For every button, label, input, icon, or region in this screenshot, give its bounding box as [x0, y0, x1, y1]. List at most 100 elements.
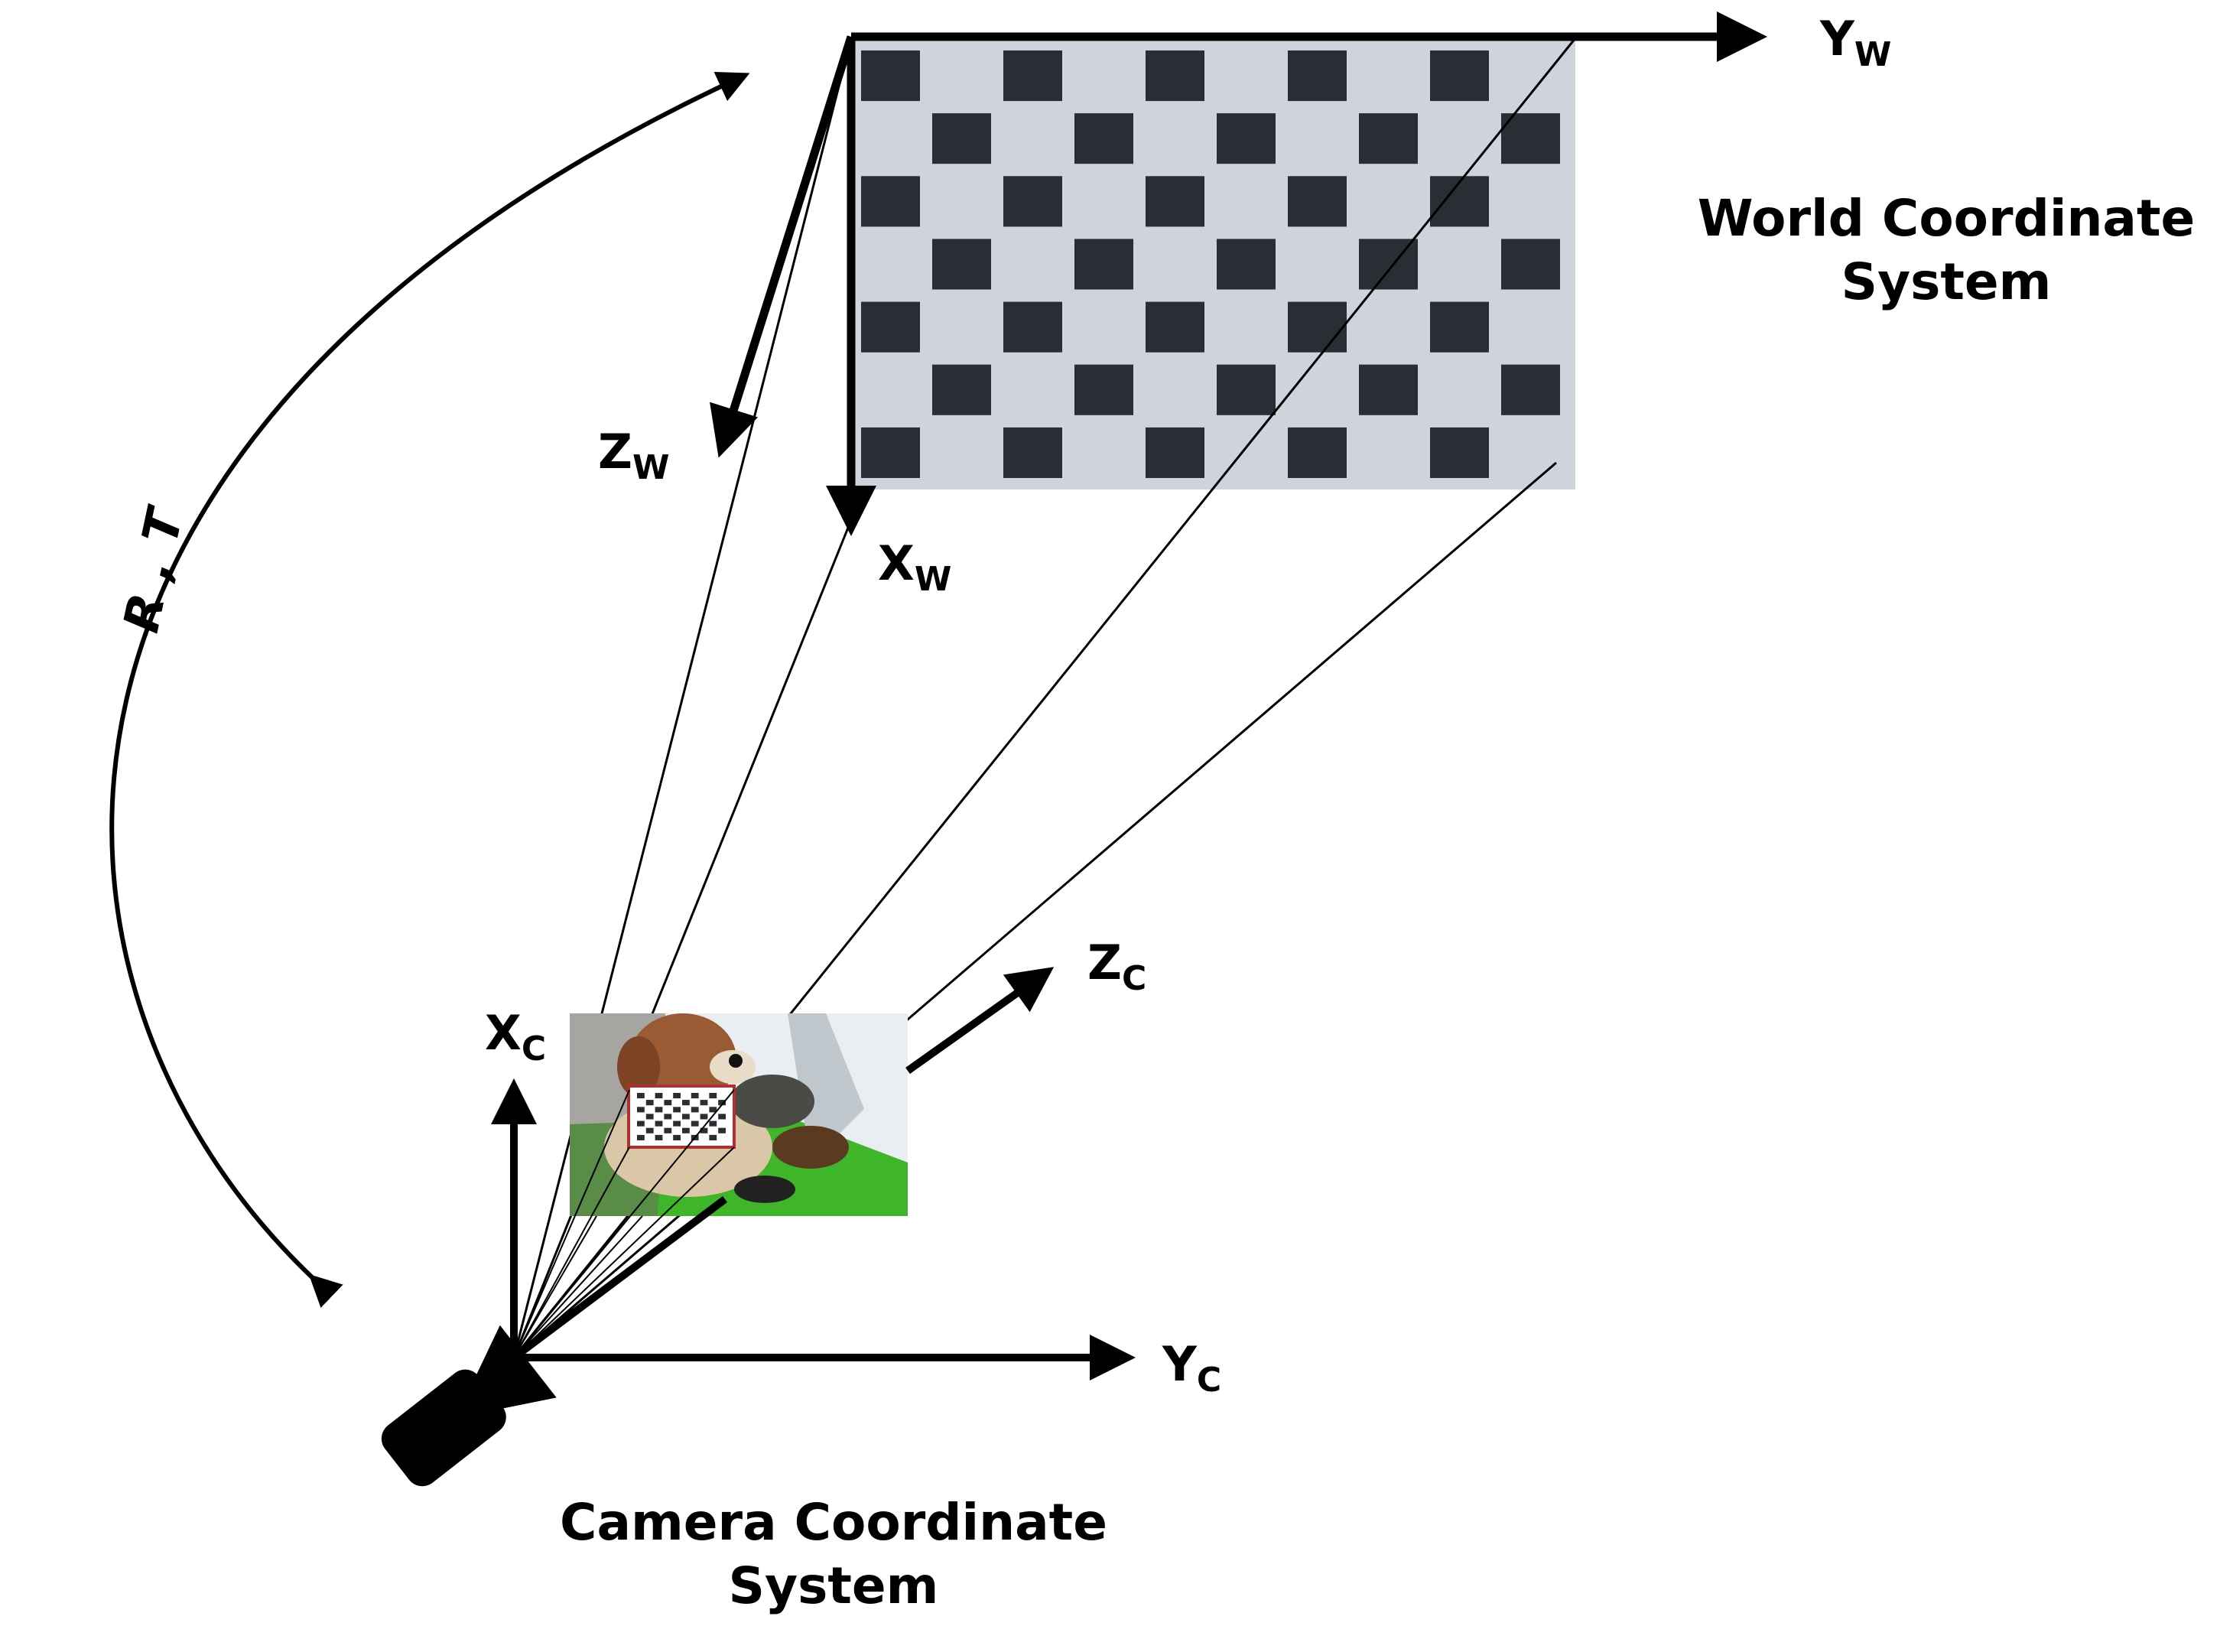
checker-square — [718, 1100, 726, 1106]
camera-coordinate-title: Camera Coordinate System — [520, 1491, 1147, 1618]
checker-square — [932, 239, 991, 290]
checker-square — [700, 1127, 708, 1133]
checker-square — [1430, 427, 1489, 478]
checker-square — [691, 1120, 699, 1127]
camera-title-line-2: System — [728, 1556, 939, 1615]
camera-icon — [381, 1325, 557, 1487]
checker-square — [1501, 364, 1560, 415]
checker-square — [1217, 364, 1276, 415]
rotation-translation-label: R , T — [113, 501, 195, 637]
checker-square — [1146, 427, 1204, 478]
checker-square — [1359, 364, 1418, 415]
checker-square — [1074, 239, 1133, 290]
projection-ray — [513, 1215, 597, 1358]
world-title-line-2: System — [1841, 252, 2052, 311]
camera-body — [381, 1369, 506, 1487]
checker-square — [718, 1127, 726, 1133]
checker-square — [1501, 113, 1560, 164]
checker-square — [1288, 301, 1347, 353]
camera-x-axis-label: XC — [485, 1005, 546, 1068]
checker-square — [1288, 176, 1347, 227]
camera-z-axis-label: ZC — [1087, 935, 1146, 998]
checker-square — [700, 1100, 708, 1106]
projection-ray — [513, 1146, 735, 1358]
photo-wall-corner — [788, 1013, 864, 1163]
projection-ray — [513, 1146, 630, 1358]
camera-z-axis-arrow — [905, 967, 1055, 1075]
checker-square — [682, 1127, 690, 1133]
checker-square — [664, 1114, 672, 1120]
checker-square — [682, 1100, 690, 1106]
checker-square — [1146, 176, 1204, 227]
checker-square — [645, 1114, 654, 1120]
photo-bear-nose — [729, 1054, 743, 1068]
projection-ray — [513, 1089, 735, 1358]
photo-bear-ear — [617, 1036, 660, 1098]
checker-square — [682, 1114, 690, 1120]
photo-objects — [734, 1176, 795, 1203]
world-x-axis-label: XW — [878, 535, 951, 599]
checker-square — [664, 1127, 672, 1133]
checker-square — [645, 1100, 654, 1106]
checker-square — [1003, 427, 1062, 478]
checker-square — [664, 1100, 672, 1106]
rotation-translation-arrow — [109, 71, 750, 1309]
photo-objects — [730, 1075, 814, 1128]
checker-square — [673, 1120, 681, 1127]
checker-square — [861, 427, 920, 478]
camera-lens — [474, 1325, 557, 1410]
checker-square — [1003, 176, 1062, 227]
projection-ray — [513, 1215, 643, 1358]
checkerboard-squares — [861, 50, 1560, 478]
checker-square — [637, 1093, 645, 1099]
checker-square — [718, 1114, 726, 1120]
camera-title-line-1: Camera Coordinate — [560, 1493, 1107, 1552]
checker-square — [1146, 301, 1204, 353]
checker-square — [637, 1107, 645, 1113]
checker-square — [932, 364, 991, 415]
checker-square — [1074, 364, 1133, 415]
checker-square — [1430, 50, 1489, 102]
checker-square — [700, 1114, 708, 1120]
world-title-line-1: World Coordinate — [1697, 189, 2196, 248]
checker-square — [932, 113, 991, 164]
checker-square — [1501, 239, 1560, 290]
projection-ray — [513, 461, 1557, 1359]
camera-axes — [491, 967, 1136, 1380]
checker-square — [691, 1107, 699, 1113]
checker-square — [709, 1107, 717, 1113]
checker-square — [673, 1093, 681, 1099]
photo-objects — [772, 1126, 849, 1169]
camera-y-axis-label: YC — [1162, 1336, 1221, 1400]
projection-ray — [513, 1089, 630, 1358]
checker-square — [1003, 50, 1062, 102]
checker-square — [1003, 301, 1062, 353]
world-coordinate-title: World Coordinate System — [1671, 187, 2222, 314]
checker-square — [1359, 113, 1418, 164]
checker-square — [655, 1107, 663, 1113]
checker-square — [861, 176, 920, 227]
checker-square — [1217, 113, 1276, 164]
checker-square — [1288, 427, 1347, 478]
checker-square — [637, 1134, 645, 1140]
camera-z-axis-segment — [512, 1196, 727, 1361]
checker-square — [691, 1093, 699, 1099]
world-z-axis-arrow — [710, 35, 856, 458]
checkerboard-image — [853, 38, 1575, 489]
camera-photo — [570, 1013, 908, 1216]
checker-square — [655, 1120, 663, 1127]
checker-square — [1288, 50, 1347, 102]
checker-square — [645, 1127, 654, 1133]
checker-square — [1430, 176, 1489, 227]
checker-square — [861, 301, 920, 353]
checker-square — [1074, 113, 1133, 164]
checker-square — [709, 1120, 717, 1127]
checker-square — [673, 1134, 681, 1140]
checker-square — [655, 1134, 663, 1140]
world-z-axis-label: ZW — [598, 424, 670, 487]
checker-square — [1430, 301, 1489, 353]
world-y-axis-label: YW — [1819, 11, 1891, 74]
checker-square — [709, 1134, 717, 1140]
checker-square — [1146, 50, 1204, 102]
